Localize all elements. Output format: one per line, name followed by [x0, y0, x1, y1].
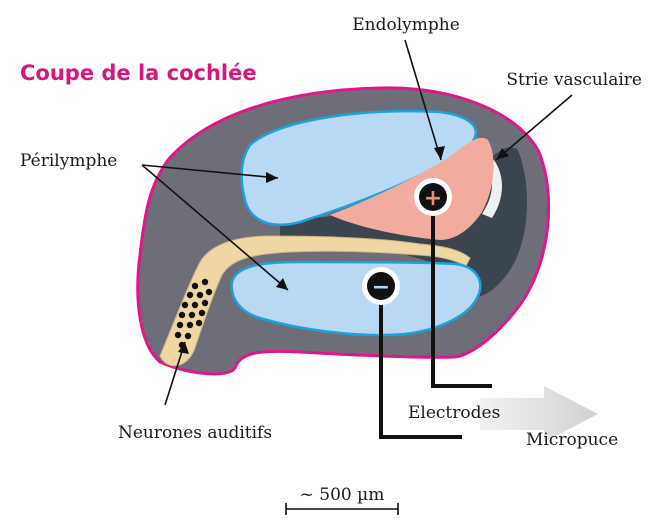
label-endolymphe: Endolymphe: [352, 15, 460, 35]
electrode-negative-sign: −: [372, 275, 390, 300]
label-neurones-auditifs: Neurones auditifs: [118, 423, 272, 443]
label-micropuce: Micropuce: [526, 430, 618, 450]
scale-bar: ~ 500 µm: [286, 485, 398, 515]
scale-bar-label: ~ 500 µm: [300, 485, 385, 505]
diagram-title: Coupe de la cochlée: [20, 61, 257, 85]
label-perilymphe: Périlymphe: [20, 151, 117, 171]
label-strie-vasculaire: Strie vasculaire: [506, 70, 642, 90]
electrode-positive-sign: +: [424, 186, 442, 211]
label-electrodes: Electrodes: [408, 403, 500, 423]
electrode-positive: +: [414, 178, 452, 216]
electrode-negative: −: [362, 267, 400, 305]
